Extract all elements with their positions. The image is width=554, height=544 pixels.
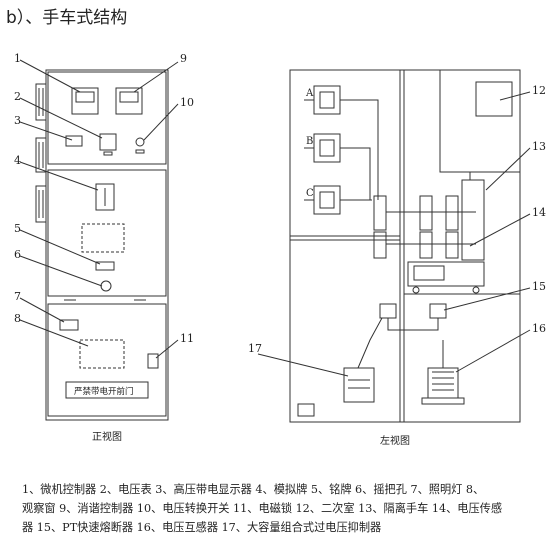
voltage-switch xyxy=(135,137,145,147)
side-vents xyxy=(35,83,47,223)
trolley-fuse-lower xyxy=(419,231,433,259)
legend-line-2: 观察窗 9、消谐控制器 10、电压转换开关 11、电磁锁 12、二次室 13、隔… xyxy=(22,502,503,515)
pt-fuse-left xyxy=(379,303,397,319)
warning-plate-frame xyxy=(65,381,149,399)
busbar-a xyxy=(313,85,341,115)
callout-11: 11 xyxy=(180,332,194,345)
crank-hole xyxy=(100,280,112,292)
secondary-room xyxy=(439,69,521,173)
callout-10: 10 xyxy=(180,96,194,109)
trolley-contact-upper xyxy=(373,195,387,231)
warning-plate-text: 严禁带电开前门 xyxy=(74,386,134,397)
trolley-fuse-upper xyxy=(419,195,433,231)
legend-line-3: 器 15、PT快速熔断器 16、电压互感器 17、大容量组合式过电压抑制器 xyxy=(22,521,382,534)
callout-15: 15 xyxy=(532,280,546,293)
side-cabinet-outline xyxy=(289,69,521,423)
lighting-lamp xyxy=(59,319,79,331)
front-cabinet-outline xyxy=(45,69,169,421)
callout-13: 13 xyxy=(532,140,546,153)
overvoltage-suppressor xyxy=(343,367,375,403)
voltmeter xyxy=(99,133,117,151)
breaker-observation-window xyxy=(81,223,125,253)
harmonic-controller xyxy=(115,87,143,115)
isolation-trolley-frame xyxy=(461,179,485,261)
trolley-base xyxy=(407,261,485,287)
secondary-room-panel xyxy=(475,81,513,117)
callout-6: 6 xyxy=(14,248,21,261)
callout-1: 1 xyxy=(14,52,21,65)
live-display xyxy=(65,135,83,147)
callout-3: 3 xyxy=(14,114,21,127)
callout-14: 14 xyxy=(532,206,546,219)
side-view-caption: 左视图 xyxy=(380,434,410,447)
terminal-label-c: C xyxy=(306,188,314,199)
busbar-c xyxy=(313,185,341,215)
callout-8: 8 xyxy=(14,312,21,325)
nameplate xyxy=(95,261,115,271)
callout-5: 5 xyxy=(14,222,21,235)
callout-16: 16 xyxy=(532,322,546,335)
callout-9: 9 xyxy=(180,52,187,65)
observation-window xyxy=(79,339,125,369)
front-breaker-compartment xyxy=(47,169,167,297)
microcomputer-controller xyxy=(71,87,99,115)
terminal-label-b: B xyxy=(306,136,313,147)
front-instrument-compartment xyxy=(47,71,167,165)
callout-2: 2 xyxy=(14,90,21,103)
pt-fuse-right xyxy=(429,303,447,319)
mimic-board xyxy=(95,183,115,211)
callout-7: 7 xyxy=(14,290,21,303)
trolley-contact-lower xyxy=(373,231,387,259)
callout-4: 4 xyxy=(14,154,21,167)
busbar-b xyxy=(313,133,341,163)
terminal-label-a: A xyxy=(305,88,314,99)
front-view-caption: 正视图 xyxy=(92,430,122,443)
grounding-terminal xyxy=(297,403,315,417)
electromagnetic-lock xyxy=(147,353,159,369)
section-heading: b）、手车式结构 xyxy=(6,8,128,28)
legend-line-1: 1、微机控制器 2、电压表 3、高压带电显示器 4、模拟牌 5、铭牌 6、摇把孔… xyxy=(22,483,485,496)
parts-legend: 1、微机控制器 2、电压表 3、高压带电显示器 4、模拟牌 5、铭牌 6、摇把孔… xyxy=(22,480,542,537)
callout-17: 17 xyxy=(248,342,262,355)
front-view xyxy=(19,59,179,421)
front-cable-compartment xyxy=(47,303,167,417)
callout-12: 12 xyxy=(532,84,546,97)
side-view xyxy=(257,69,531,423)
